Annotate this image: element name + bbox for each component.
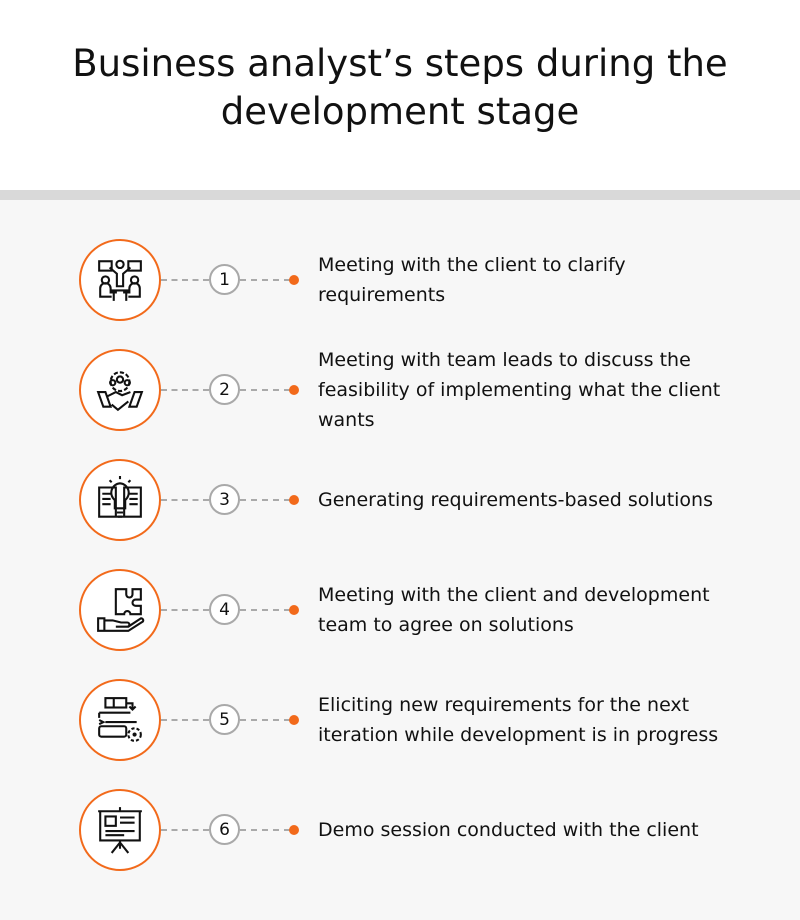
connector-dot (289, 715, 299, 725)
connector-line (161, 609, 209, 611)
step-row: 4 Meeting with the client and developmen… (0, 568, 800, 652)
step-number: 6 (209, 814, 240, 845)
puzzle-hand-icon (97, 588, 145, 632)
divider-band (0, 190, 800, 200)
connector-dot (289, 825, 299, 835)
connector-line (240, 279, 290, 281)
connector-line (240, 609, 290, 611)
step-row: 2 Meeting with team leads to discuss the… (0, 348, 800, 432)
connector-line (161, 829, 209, 831)
meeting-icon (98, 259, 142, 301)
team-handshake-icon (96, 371, 144, 412)
connector-line (161, 279, 209, 281)
connector-line (240, 389, 290, 391)
connector-dot (289, 385, 299, 395)
connector-line (161, 389, 209, 391)
header: Business analyst’s steps during the deve… (0, 0, 800, 190)
step-number: 3 (209, 484, 240, 515)
step-row: 6 Demo session conducted with the client (0, 788, 800, 872)
connector-dot (289, 495, 299, 505)
step-text: Meeting with the client and development … (318, 584, 710, 636)
presentation-board-icon (98, 807, 142, 854)
connector-dot (289, 605, 299, 615)
connector-dot (289, 275, 299, 285)
connector-line (240, 719, 290, 721)
connector-line (240, 499, 290, 501)
step-icon-circle (79, 789, 161, 871)
step-row: 5 Eliciting new requirements for the nex… (0, 678, 800, 762)
step-row: 3 Generating requirements-based solution… (0, 458, 800, 542)
step-text: Eliciting new requirements for the next … (318, 694, 719, 746)
step-text: Meeting with the client to clarify requi… (318, 254, 626, 306)
step-icon-circle (79, 349, 161, 431)
step-icon-circle (79, 239, 161, 321)
connector-line (161, 719, 209, 721)
step-number: 2 (209, 374, 240, 405)
step-text: Generating requirements-based solutions (318, 489, 713, 511)
step-number: 5 (209, 704, 240, 735)
step-number: 1 (209, 264, 240, 295)
step-text: Meeting with team leads to discuss the f… (318, 349, 721, 431)
workflow-gear-icon (98, 697, 142, 742)
connector-line (240, 829, 290, 831)
connector-line (161, 499, 209, 501)
step-text: Demo session conducted with the client (318, 819, 699, 841)
steps-list: 1 Meeting with the client to clarify req… (0, 200, 800, 920)
step-row: 1 Meeting with the client to clarify req… (0, 238, 800, 322)
step-icon-circle (79, 569, 161, 651)
step-icon-circle (79, 679, 161, 761)
lightbulb-book-icon (98, 476, 142, 518)
page-title: Business analyst’s steps during the deve… (72, 42, 728, 133)
step-number: 4 (209, 594, 240, 625)
step-icon-circle (79, 459, 161, 541)
